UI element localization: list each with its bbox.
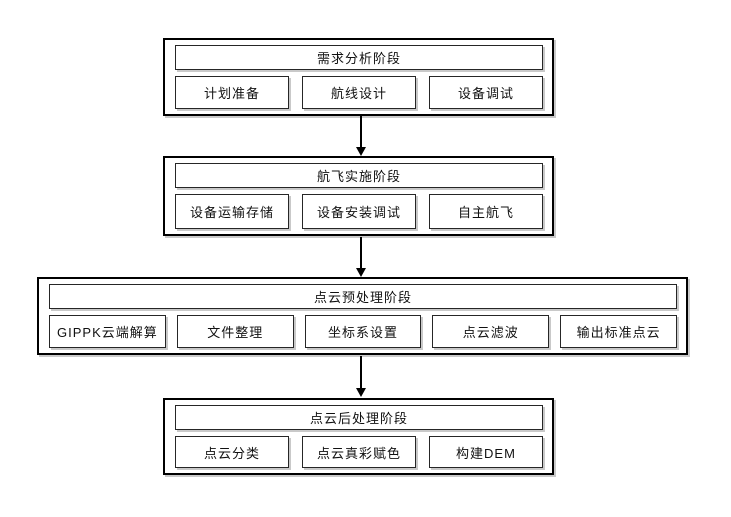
flow-arrow-down-3	[356, 356, 366, 397]
step-gippk-cloud-solution: GIPPK云端解算	[49, 315, 166, 348]
step-coordinate-system-setup: 坐标系设置	[304, 315, 422, 348]
flow-arrow-down-1	[356, 116, 366, 156]
stage-title-pointcloud-preprocessing: 点云预处理阶段	[49, 284, 677, 309]
flow-arrow-down-2	[356, 237, 366, 277]
stage-title-flight-implementation: 航飞实施阶段	[175, 163, 543, 188]
steps-row: GIPPK云端解算 文件整理 坐标系设置 点云滤波 输出标准点云	[49, 315, 677, 348]
stage-flight-implementation: 航飞实施阶段 设备运输存储 设备安装调试 自主航飞	[163, 156, 554, 236]
step-equipment-installation-debugging: 设备安装调试	[302, 194, 416, 229]
steps-row: 设备运输存储 设备安装调试 自主航飞	[175, 194, 543, 229]
steps-row: 计划准备 航线设计 设备调试	[175, 76, 543, 109]
stage-pointcloud-postprocessing: 点云后处理阶段 点云分类 点云真彩赋色 构建DEM	[163, 398, 554, 475]
step-build-dem: 构建DEM	[429, 436, 543, 468]
step-pointcloud-classification: 点云分类	[175, 436, 289, 468]
stage-requirements-analysis: 需求分析阶段 计划准备 航线设计 设备调试	[163, 38, 554, 116]
step-true-color-rendering: 点云真彩赋色	[302, 436, 416, 468]
stage-pointcloud-preprocessing: 点云预处理阶段 GIPPK云端解算 文件整理 坐标系设置 点云滤波 输出标准点云	[37, 277, 688, 355]
stage-title-requirements-analysis: 需求分析阶段	[175, 45, 543, 70]
step-device-debugging: 设备调试	[429, 76, 543, 109]
step-file-organization: 文件整理	[176, 315, 294, 348]
stage-title-pointcloud-postprocessing: 点云后处理阶段	[175, 405, 543, 430]
step-route-design: 航线设计	[302, 76, 416, 109]
step-equipment-transport-storage: 设备运输存储	[175, 194, 289, 229]
step-plan-preparation: 计划准备	[175, 76, 289, 109]
step-pointcloud-filtering: 点云滤波	[432, 315, 550, 348]
step-output-standard-pointcloud: 输出标准点云	[560, 315, 677, 348]
steps-row: 点云分类 点云真彩赋色 构建DEM	[175, 436, 543, 468]
step-autonomous-flight: 自主航飞	[429, 194, 543, 229]
